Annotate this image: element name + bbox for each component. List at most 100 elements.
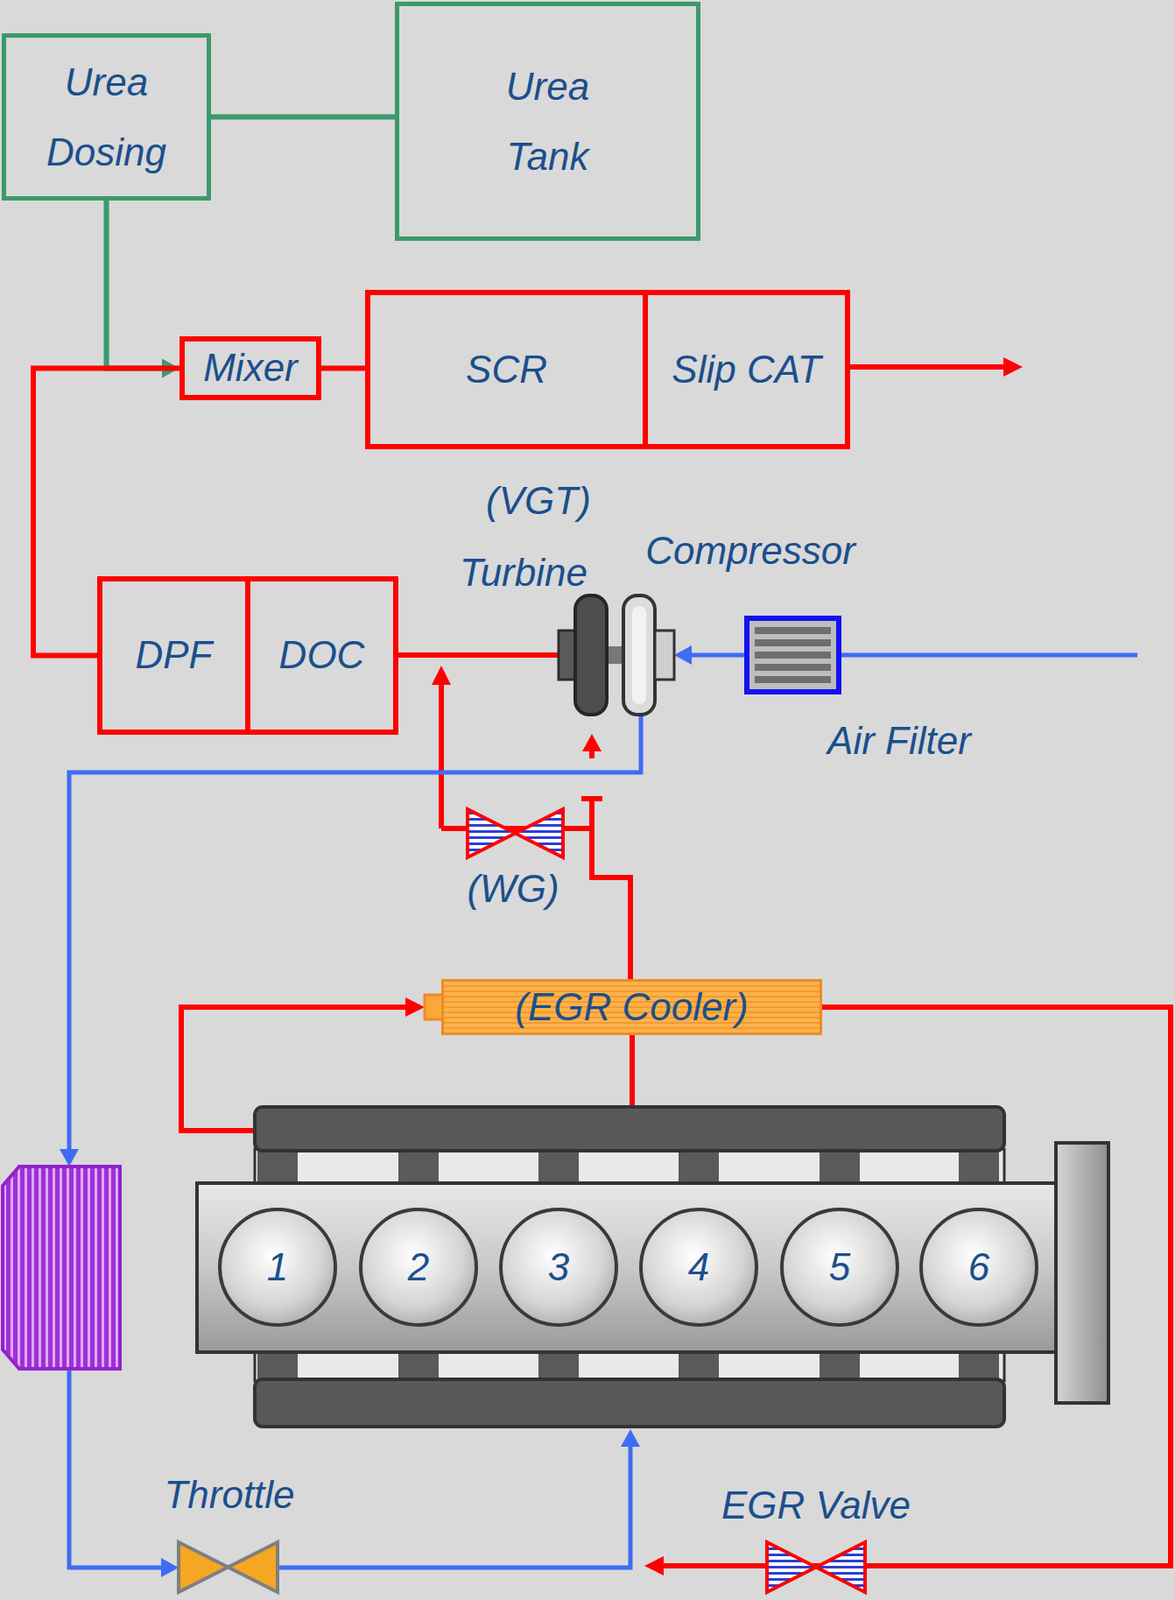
tank-box: Urea Tank	[394, 1, 701, 241]
part-label: Turbine	[459, 549, 588, 597]
air-filter-symbol	[754, 675, 831, 683]
exhaust-pipe	[181, 366, 1171, 1566]
turbocharger	[558, 595, 675, 715]
engine-block	[254, 1148, 1005, 1185]
cylinder-circle: 6	[919, 1207, 1039, 1327]
node-text: DPF	[135, 632, 213, 679]
pipe-line	[211, 114, 395, 120]
pipe-connector	[33, 368, 180, 656]
turbocharger	[632, 605, 647, 704]
engine-block	[197, 1182, 1061, 1352]
wastegate-valve	[467, 809, 563, 858]
doc-box: DOC	[245, 576, 399, 735]
exhaust-pipe	[591, 798, 631, 979]
exhaust-arrowhead	[644, 1555, 664, 1576]
exhaust-pipe	[850, 364, 1007, 370]
part-label: (VGT)	[485, 478, 592, 525]
cylinder-circle: 4	[639, 1207, 759, 1327]
engine-block	[254, 1350, 1005, 1381]
exhaust-pipe	[438, 681, 444, 829]
air-filter-symbol	[746, 618, 839, 692]
node-text: 4	[688, 1244, 710, 1291]
cooler-inlet-tip	[424, 994, 444, 1020]
engine-block	[254, 1106, 1005, 1151]
scr-box: SCR	[365, 289, 648, 450]
air-filter-symbol	[746, 618, 839, 692]
part-label: Air Filter	[827, 717, 971, 765]
turbocharger	[575, 595, 607, 715]
intake-pipe	[838, 653, 1138, 658]
part-label: EGR Valve	[721, 1482, 911, 1529]
exhaust-pipe	[629, 1034, 635, 1107]
air-filter-symbol	[754, 663, 831, 671]
engine-block	[398, 1350, 439, 1381]
engine-block	[958, 1350, 1000, 1381]
exhaust-pipe	[581, 795, 603, 802]
node-text: Urea Dosing	[32, 47, 182, 188]
engine-block	[398, 1148, 439, 1185]
throttle-valve-symbol	[178, 1541, 278, 1592]
mixer-box: Mixer	[179, 336, 322, 401]
engine-block	[538, 1148, 579, 1185]
node-text: (EGR Cooler)	[514, 984, 749, 1031]
node-text: 3	[548, 1244, 570, 1291]
engine-block	[254, 1379, 1005, 1427]
dpf-box: DPF	[97, 576, 251, 735]
pipe-line	[33, 368, 180, 656]
intake-pipe	[69, 714, 641, 1151]
engine-block	[678, 1350, 719, 1381]
node-text: Slip CAT	[671, 346, 821, 394]
intake-pipe	[69, 1368, 165, 1568]
cylinder-circle: 5	[780, 1207, 900, 1327]
exhaust-arrowhead	[1003, 357, 1023, 377]
engine-block	[257, 1148, 298, 1185]
intake-pipe	[689, 653, 747, 658]
node-text: SCR	[465, 346, 548, 394]
part-label: Compressor	[645, 527, 856, 575]
turbocharger	[623, 595, 655, 715]
cylinder-circle: 3	[499, 1207, 619, 1327]
exhaust-arrowhead	[582, 733, 602, 752]
engine-block	[538, 1350, 579, 1381]
turbocharger	[654, 630, 675, 680]
node-text: 2	[408, 1244, 430, 1291]
cylinder-circle: 2	[358, 1207, 479, 1327]
pipe-connector	[211, 116, 395, 118]
node-text: 1	[267, 1244, 289, 1291]
node-text: 5	[829, 1244, 851, 1291]
exhaust-arrowhead	[405, 997, 425, 1017]
air-filter-symbol	[754, 651, 831, 659]
engine-block	[819, 1350, 860, 1381]
engine-block	[197, 1106, 1109, 1427]
engine-block	[819, 1148, 860, 1185]
exhaust-pipe	[441, 825, 592, 831]
exhaust-pipe	[398, 652, 559, 658]
node-text: Mixer	[203, 344, 298, 392]
part-label: (WG)	[466, 865, 559, 913]
intake-arrowhead	[620, 1428, 641, 1447]
dosing-box: Urea Dosing	[1, 33, 212, 201]
node-text: DOC	[279, 632, 366, 679]
pipe-connector	[106, 200, 181, 379]
egr-cooler-box: (EGR Cooler)	[441, 978, 823, 1036]
intake-arrowhead	[161, 1557, 179, 1577]
part-label: Throttle	[163, 1471, 295, 1519]
air-filter-symbol	[754, 639, 831, 647]
engine-block	[958, 1148, 1000, 1185]
node-text: 6	[968, 1244, 990, 1291]
air-filter-symbol	[754, 626, 831, 634]
engine-block	[678, 1148, 719, 1185]
slip-cat-box: Slip CAT	[642, 289, 851, 450]
pipe-line	[321, 365, 366, 372]
cylinder-circle: 1	[218, 1207, 338, 1327]
egr-valve-symbol	[766, 1541, 866, 1592]
intake-arrowhead	[59, 1148, 79, 1167]
pipe-connector	[321, 367, 366, 369]
engine-block	[257, 1350, 298, 1381]
node-text: Urea Tank	[491, 51, 606, 192]
intake-arrowhead	[674, 645, 692, 665]
intake-pipe	[69, 654, 1138, 1568]
engine-block	[1055, 1142, 1109, 1403]
intercooler-symbol	[2, 1166, 120, 1369]
